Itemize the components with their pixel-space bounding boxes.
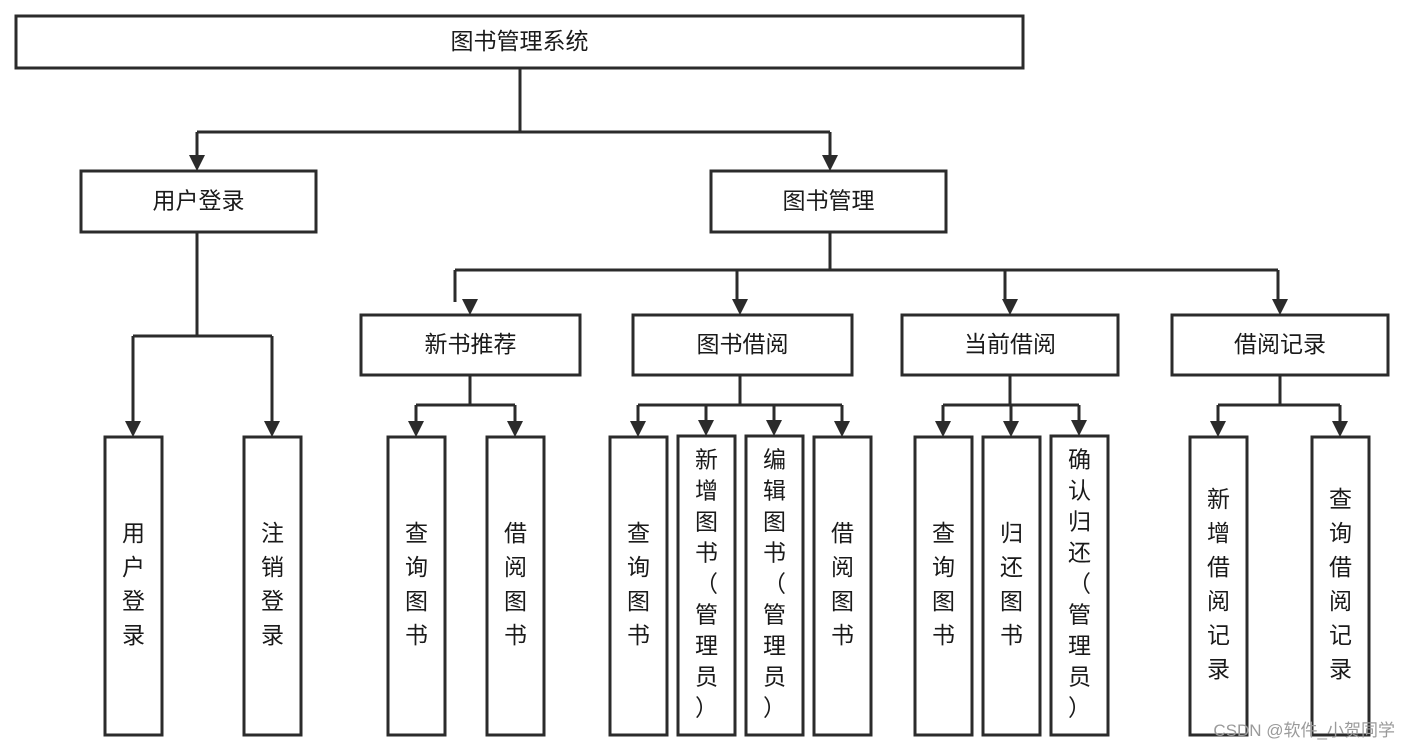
arrow-leaf-user-login-icon [125, 421, 141, 437]
node-leaf-edit-book[interactable]: 编辑图书（管理员） [744, 434, 805, 737]
arrow-leaf-query-record-icon [1332, 421, 1348, 437]
node-current-borrow[interactable]: 当前借阅 [900, 313, 1120, 377]
arrow-leaf-add-book-icon [698, 420, 714, 436]
node-leaf-query-book-3[interactable]: 查询图书 [913, 435, 974, 737]
node-box [359, 313, 582, 377]
node-label: 归还图书 [1000, 520, 1023, 648]
node-box [1188, 435, 1249, 737]
arrow-leaf-query-3-icon [935, 421, 951, 437]
arrow-leaf-logout-icon [264, 421, 280, 437]
node-box [608, 435, 669, 737]
node-label: 查询借阅记录 [1329, 486, 1352, 682]
node-box [386, 435, 447, 737]
node-box [900, 313, 1120, 377]
arrow-leaf-query-2-icon [630, 421, 646, 437]
node-label: 查询图书 [932, 520, 955, 648]
node-box [913, 435, 974, 737]
node-leaf-borrow-book-2[interactable]: 借阅图书 [812, 435, 873, 737]
node-box [1310, 435, 1371, 737]
node-box [981, 435, 1042, 737]
node-label: 用户登录 [153, 188, 245, 214]
node-leaf-user-login[interactable]: 用户登录 [103, 435, 164, 737]
arrow-leaf-add-record-icon [1210, 421, 1226, 437]
node-leaf-return-book[interactable]: 归还图书 [981, 435, 1042, 737]
arrow-borrow-icon [732, 299, 748, 315]
arrow-leaf-borrow-1-icon [507, 421, 523, 437]
node-box [14, 14, 1025, 70]
node-label: 查询图书 [405, 520, 428, 648]
node-label: 图书管理系统 [451, 28, 589, 54]
arrow-leaf-query-1-icon [408, 421, 424, 437]
node-label: 注销登录 [261, 520, 284, 648]
node-box [744, 434, 805, 737]
node-leaf-add-borrow-record[interactable]: 新增借阅记录 [1188, 435, 1249, 737]
node-box [242, 435, 303, 737]
node-label: 用户登录 [122, 520, 145, 648]
node-label: 借阅图书 [831, 520, 854, 648]
node-leaf-query-book-1[interactable]: 查询图书 [386, 435, 447, 737]
node-borrow-record[interactable]: 借阅记录 [1170, 313, 1390, 377]
node-book-manage[interactable]: 图书管理 [709, 169, 948, 234]
node-box [709, 169, 948, 234]
node-book-borrow[interactable]: 图书借阅 [631, 313, 854, 377]
node-label: 新书推荐 [425, 331, 517, 357]
node-leaf-query-book-2[interactable]: 查询图书 [608, 435, 669, 737]
arrow-head-layer [125, 155, 1348, 437]
node-label: 新增借阅记录 [1207, 486, 1230, 682]
arrow-recommend-icon [462, 299, 478, 315]
node-layer: 图书管理系统用户登录图书管理新书推荐图书借阅当前借阅借阅记录用户登录注销登录查询… [14, 14, 1390, 737]
node-box [1049, 434, 1110, 737]
node-new-book-recommend[interactable]: 新书推荐 [359, 313, 582, 377]
arrow-user-login-icon [189, 155, 205, 171]
arrow-leaf-confirm-icon [1071, 420, 1087, 436]
arrow-leaf-return-icon [1003, 421, 1019, 437]
arrow-book-manage-icon [822, 155, 838, 171]
node-box [676, 434, 737, 737]
node-root[interactable]: 图书管理系统 [14, 14, 1025, 70]
node-leaf-query-borrow-record[interactable]: 查询借阅记录 [1310, 435, 1371, 737]
node-box [485, 435, 546, 737]
node-label: 编辑图书（管理员） [763, 447, 786, 721]
node-box [79, 169, 318, 234]
node-label: 借阅记录 [1234, 331, 1326, 357]
arrow-leaf-edit-book-icon [766, 420, 782, 436]
node-label: 借阅图书 [504, 520, 527, 648]
node-label: 当前借阅 [964, 331, 1056, 357]
node-leaf-logout-login[interactable]: 注销登录 [242, 435, 303, 737]
node-label: 图书管理 [783, 188, 875, 214]
node-leaf-confirm-return[interactable]: 确认归还（管理员） [1049, 434, 1110, 737]
node-leaf-add-book[interactable]: 新增图书（管理员） [676, 434, 737, 737]
node-box [812, 435, 873, 737]
csdn-watermark: CSDN @软件_小贺同学 [1213, 721, 1395, 740]
arrow-current-icon [1002, 299, 1018, 315]
node-user-login[interactable]: 用户登录 [79, 169, 318, 234]
node-box [1170, 313, 1390, 377]
node-label: 图书借阅 [697, 331, 789, 357]
node-box [631, 313, 854, 377]
node-leaf-borrow-book-1[interactable]: 借阅图书 [485, 435, 546, 737]
node-label: 新增图书（管理员） [695, 447, 718, 721]
arrow-record-icon [1272, 299, 1288, 315]
arrow-leaf-borrow-2-icon [834, 421, 850, 437]
node-box [103, 435, 164, 737]
node-label: 确认归还（管理员） [1068, 447, 1091, 721]
node-label: 查询图书 [627, 520, 650, 648]
